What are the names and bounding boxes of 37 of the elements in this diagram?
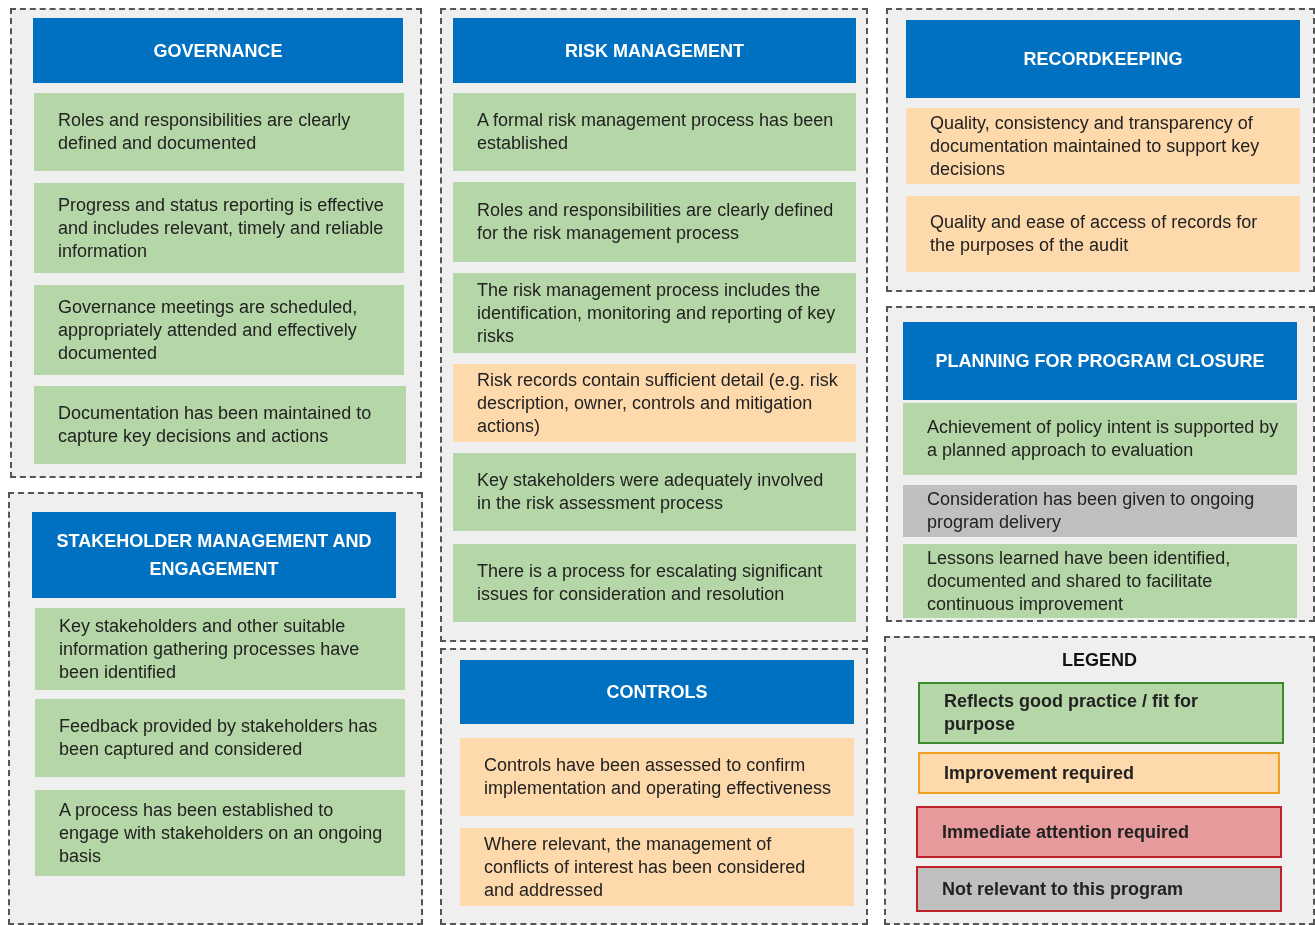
criterion-box: There is a process for escalating significant issues for consideration and resolution — [453, 544, 856, 622]
criterion-box: Key stakeholders and other suitable information gathering processes have been identified — [35, 608, 405, 690]
criterion-box: Quality, consistency and transparency of documentation maintained to support key decisions — [906, 108, 1300, 184]
section-panel — [886, 306, 1315, 622]
criterion-box: Governance meetings are scheduled, appropriately attended and effectively documented — [34, 285, 404, 375]
section-panel — [8, 492, 423, 925]
criterion-box: A process has been established to engage with stakeholders on an ongoing basis — [35, 790, 405, 876]
legend-text: Immediate attention required — [942, 820, 1190, 844]
criterion-box: Achievement of policy intent is supported by a planned approach to evaluation — [903, 403, 1297, 475]
criterion-box: Feedback provided by stakeholders has been captured and considered — [35, 699, 405, 777]
section-panel — [886, 8, 1315, 292]
criterion-box: Roles and responsibilities are clearly defined and documented — [34, 93, 404, 171]
criterion-box: Controls have been assessed to confirm implementation and operating effectiveness — [460, 738, 854, 816]
legend-text: Not relevant to this program — [942, 877, 1184, 901]
criterion-box: Risk records contain sufficient detail (e.g. risk description, owner, controls and mitigation actions) — [453, 364, 856, 442]
legend-text: Improvement required — [944, 761, 1135, 785]
section-heading: STAKEHOLDER MANAGEMENT AND ENGAGEMENT — [32, 512, 396, 598]
criterion-box: Key stakeholders were adequately involved in the risk assessment process — [453, 453, 856, 531]
legend-text: Reflects good practice / fit for purpose — [944, 690, 1200, 736]
section-heading: CONTROLS — [460, 660, 854, 724]
section-panel — [440, 8, 868, 642]
section-panel — [440, 648, 868, 925]
section-heading: RECORDKEEPING — [906, 20, 1300, 98]
criterion-box: Where relevant, the management of conflicts of interest has been considered and addressed — [460, 828, 854, 906]
section-heading: GOVERNANCE — [33, 18, 403, 83]
criterion-box: Quality and ease of access of records for the purposes of the audit — [906, 196, 1300, 272]
criterion-box: The risk management process includes the identification, monitoring and reporting of key risks — [453, 273, 856, 353]
legend-title: LEGEND — [1061, 650, 1138, 671]
criterion-box: Progress and status reporting is effective and includes relevant, timely and reliable information — [34, 183, 404, 273]
criterion-box: Roles and responsibilities are clearly defined for the risk management process — [453, 182, 856, 262]
criterion-box: A formal risk management process has been established — [453, 93, 856, 171]
criterion-box: Consideration has been given to ongoing program delivery — [903, 485, 1297, 537]
criterion-box: Lessons learned have been identified, documented and shared to facilitate continuous improvement — [903, 544, 1297, 618]
criterion-box: Documentation has been maintained to capture key decisions and actions — [34, 386, 406, 464]
section-heading: PLANNING FOR PROGRAM CLOSURE — [903, 322, 1297, 400]
section-panel — [10, 8, 422, 478]
section-heading: RISK MANAGEMENT — [453, 18, 856, 83]
